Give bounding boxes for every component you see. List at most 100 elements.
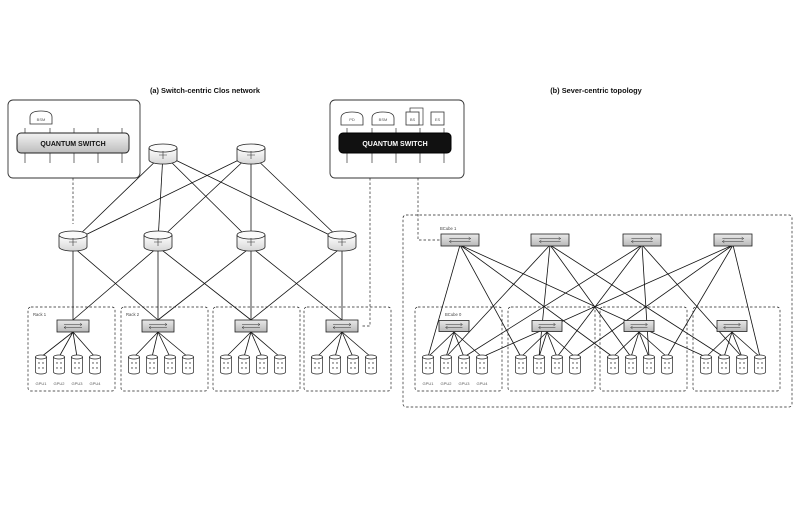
bcube-links [427,244,761,358]
gpu [35,354,47,375]
bsm-chip [29,110,53,125]
tor-gpu-link [72,331,78,358]
aggregation-router [58,230,88,252]
bcube1-server-link [641,244,743,358]
server-gpu [569,354,581,375]
gpu-top [274,354,286,360]
gpu-dot [372,367,374,369]
gpu-label: GPU2 [54,381,66,386]
agg-tor-link [250,246,343,321]
bcube0-server-link [731,331,761,358]
gpu-dot [135,367,137,369]
gpu-side [274,357,286,375]
server-gpu-top [718,354,730,360]
server-gpu-dot [761,362,763,364]
server-gpu [607,354,619,375]
server-gpu-dot [558,362,560,364]
server-gpu-dot [757,362,759,364]
server-gpu-dot [725,367,727,369]
server-gpu [661,354,673,375]
server-gpu-dot [425,367,427,369]
server-gpu-side [515,357,527,375]
server-gpu-side [643,357,655,375]
gpu-dot [277,362,279,364]
gpu-dot [38,362,40,364]
gpu [256,354,268,375]
gpu-dot [241,362,243,364]
tor-gpu-link [133,331,159,358]
gpu-dot [189,367,191,369]
gpu-dot [354,367,356,369]
gpu-dot [350,367,352,369]
left-quantum-panel: BSM QUANTUM SWITCH [7,99,141,179]
bcube0-server-link [612,331,640,358]
bcube0-switch-arrow-left [538,325,556,330]
gpu-dot [167,367,169,369]
aggregation-router [236,230,266,252]
pd-chip-label: PD [349,117,355,122]
gpu-dot [42,367,44,369]
gpu-dot [185,362,187,364]
tor-gpu-link [58,331,74,358]
gpu-dot [372,362,374,364]
server-gpu-dot [576,367,578,369]
gpu-side [53,357,65,375]
gpu-top [71,354,83,360]
right-panel-to-bcube [417,178,440,241]
bcube1-server-link [427,244,461,358]
bsm-chip-label: BSM [37,117,46,122]
server-gpu-dot [646,362,648,364]
bcube0-server-link [638,331,668,358]
server-gpu-dot [668,367,670,369]
server-gpu-top [458,354,470,360]
gpu-dot [92,362,94,364]
gpu-top [128,354,140,360]
bcube0-server-link [427,331,455,358]
server-gpu-top [736,354,748,360]
core-router-top [236,143,266,153]
bs-chip-label: BS [410,117,416,122]
server-gpu-top [643,354,655,360]
gpu-top [89,354,101,360]
server-gpu-dot [518,362,520,364]
gpu-side [365,357,377,375]
server-gpu-dot [443,367,445,369]
core-agg-link [157,153,164,242]
gpu-dot [263,362,265,364]
gpu [274,354,286,375]
server-gpu-dot [757,367,759,369]
server-gpu [515,354,527,375]
server-gpu-side [440,357,452,375]
left-quantum-switch-label: QUANTUM SWITCH [40,141,105,148]
core-router [236,143,266,165]
bcube1-server-link [732,244,761,358]
server-gpu-dot [540,367,542,369]
bcube0-switch-arrow-right [538,322,556,327]
gpu-dot [149,362,151,364]
bcube0-server-link [538,331,548,358]
server-gpu-dot [479,367,481,369]
gpu-dot [74,362,76,364]
aggregation-router-top [143,230,173,240]
tor-switch-arrow-right [64,322,83,327]
rack-box [303,306,392,392]
server-gpu-dot [632,367,634,369]
server-gpu-top [440,354,452,360]
tor-switch [234,319,268,333]
server-gpu-top [569,354,581,360]
server-gpu-dot [664,367,666,369]
bcube0-box [692,306,781,392]
right-quantum-switch-label: QUANTUM SWITCH [362,141,427,148]
bcube0-server-link [546,331,558,358]
tor-switch-arrow-left [63,325,82,330]
server-gpu-dot [610,367,612,369]
bcube1-server-link [463,244,643,358]
bcube1-switch-arrow-left [630,239,653,244]
gpu-dot [60,367,62,369]
agg-tor-link [157,246,252,321]
server-gpu-side [607,357,619,375]
bcube0-switch-body [623,320,655,332]
gpu-dot [38,367,40,369]
gpu-dot [171,362,173,364]
gpu-dot [259,367,261,369]
